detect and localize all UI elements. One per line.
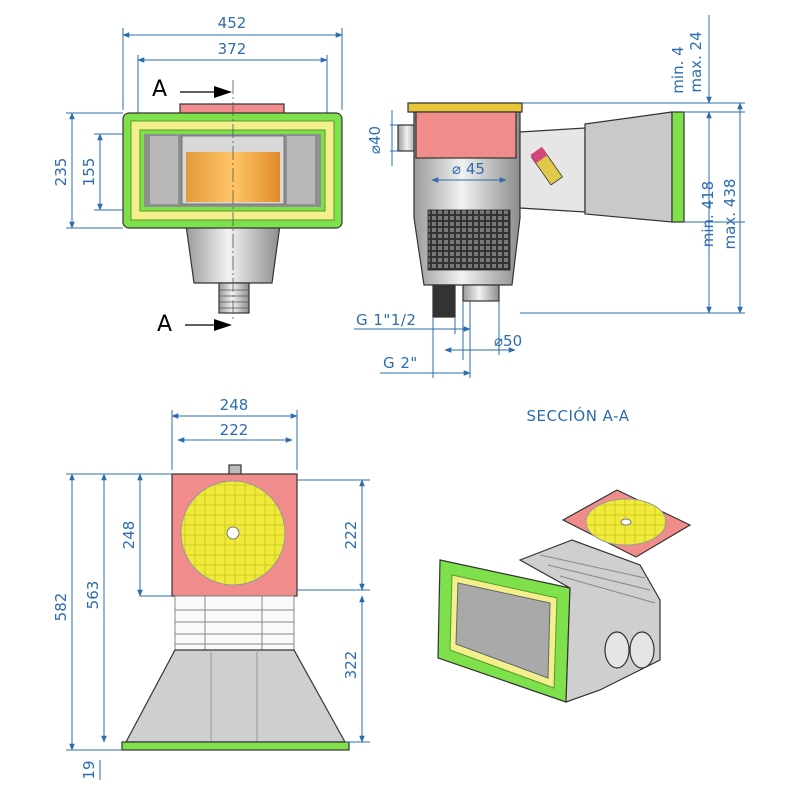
dim-height-min: min. 418 xyxy=(699,181,717,247)
section-mark-top: A xyxy=(152,77,167,102)
dim-width-inner: 372 xyxy=(137,40,328,120)
bottom-pipe-1 xyxy=(432,284,456,318)
dim-thread-1: G 1"1/2 xyxy=(356,311,416,329)
section-label: SECCIÓN A-A xyxy=(527,406,630,425)
dim-dia-50: ⌀50 xyxy=(494,332,522,350)
lid-side xyxy=(415,111,517,159)
front-view: 452 372 235 155 xyxy=(52,14,343,337)
mouth-top xyxy=(125,649,347,743)
dim-top-max: max. 24 xyxy=(687,31,705,92)
dim-top-width-outer: 248 xyxy=(220,396,249,414)
bottom-pipe-2 xyxy=(462,284,500,302)
dim-dia-40: ⌀40 xyxy=(366,126,384,154)
dim-top-width-inner: 222 xyxy=(220,421,249,439)
basket-side xyxy=(427,209,511,271)
dim-top-min: min. 4 xyxy=(669,46,687,93)
outlet-pipe xyxy=(218,282,250,314)
isometric-view xyxy=(437,489,692,703)
flange-top xyxy=(121,741,350,751)
dim-label: 452 xyxy=(218,14,247,32)
dim-height-max: max. 438 xyxy=(721,179,739,250)
dim-label: 372 xyxy=(218,40,247,58)
section-mark-bottom: A xyxy=(157,312,172,337)
dim-total-563: 563 xyxy=(84,581,102,610)
dim-label: 235 xyxy=(52,158,70,187)
top-view: 248 222 582 563 248 19 xyxy=(52,396,370,780)
dim-total-582: 582 xyxy=(52,593,70,622)
dim-height-outer: 235 xyxy=(52,112,123,229)
dim-width-outer: 452 xyxy=(122,14,343,110)
dim-right-222: 222 xyxy=(342,521,360,550)
dim-dia-45: ⌀ 45 xyxy=(452,160,485,178)
mouth xyxy=(584,111,673,223)
dim-right-322: 322 xyxy=(342,651,360,680)
dim-thread-2: G 2" xyxy=(383,354,418,372)
dim-bottom-19: 19 xyxy=(80,760,98,779)
dim-left-248: 248 xyxy=(120,521,138,550)
side-view: min. 4 max. 24 min. 418 max. 438 ⌀40 ⌀ 4… xyxy=(354,15,745,378)
flange-side xyxy=(671,111,685,223)
dim-label: 155 xyxy=(80,158,98,187)
